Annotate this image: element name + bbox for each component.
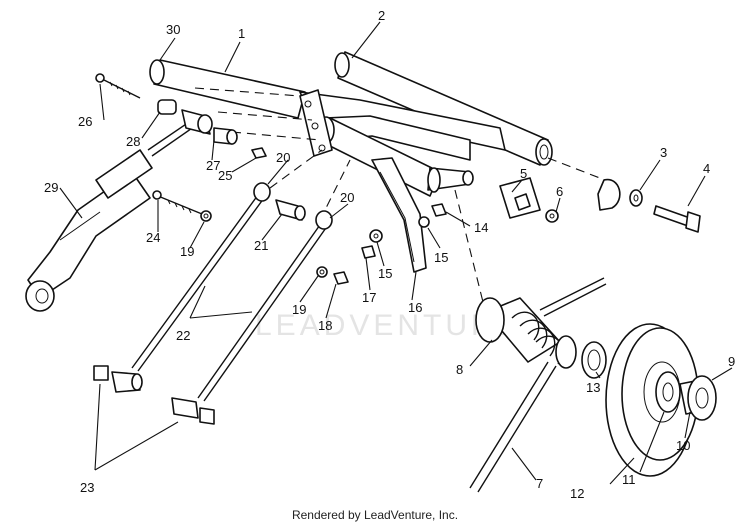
callout-8: 8 [456,362,463,377]
shock-upper-body [95,149,153,199]
upper-frame-assembly [149,51,553,197]
callout-labels: 30 1 2 3 4 5 6 7 8 9 10 11 12 13 14 15 1… [44,8,735,501]
lower-bolt [152,190,212,222]
callout-24: 24 [146,230,160,245]
clip [597,178,621,211]
callout-12: 12 [570,486,584,501]
link-eye-upper-a [253,182,271,202]
nut-25 [251,147,267,159]
nut-18 [333,271,349,285]
bushing-23-b [199,407,215,425]
callout-3: 3 [660,145,667,160]
callout-15-right: 15 [434,250,448,265]
nut-14 [431,203,447,217]
watermark-text: LEADVENTURE [255,309,521,342]
nut-17 [361,245,376,259]
cross-tube-1-end [149,59,165,85]
callout-11: 11 [622,472,636,487]
shock-body [27,171,151,299]
callout-1: 1 [238,26,245,41]
bushing-23-a [93,365,109,381]
bearing-11 [655,371,681,413]
washer-13 [581,341,607,379]
washer-15-right [418,216,430,228]
callout-25: 25 [218,168,232,183]
idler-wheel [605,323,717,477]
cross-tube-2-end [334,52,350,78]
callout-18: 18 [318,318,332,333]
callout-28: 28 [126,134,140,149]
link-rod-b [197,221,323,399]
spring-bracket [371,157,427,273]
spring-arm-upper [539,277,605,311]
cross-tube-2-open-end [535,138,553,166]
shock-lower-eye [25,280,55,312]
cap-9 [687,375,717,421]
callout-15-left: 15 [378,266,392,281]
bolt-26 [99,77,141,99]
link-eye-upper-b [315,210,333,230]
leader-lines [59,21,733,485]
callout-19-lower: 19 [292,302,306,317]
callout-29: 29 [44,180,58,195]
bolt-24 [157,195,203,215]
washer-15-left [369,229,383,243]
callout-23: 23 [80,480,94,495]
bushing-28 [157,99,177,115]
upper-bushings [95,73,267,159]
spring-coils [511,311,564,365]
callout-30: 30 [166,22,180,37]
callout-6: 6 [556,184,563,199]
callout-17: 17 [362,290,376,305]
callout-26: 26 [78,114,92,129]
washer-3 [629,189,643,207]
callout-22: 22 [176,328,190,343]
callout-19-upper: 19 [180,244,194,259]
washer-19-upper [200,210,212,222]
callout-2: 2 [378,8,385,23]
bracket-16 [361,157,447,273]
shock-absorber [25,117,199,312]
footer-credit: Rendered by LeadVenture, Inc. [291,508,459,522]
torsion-spring-assembly [469,277,607,493]
callout-5: 5 [520,166,527,181]
callout-9: 9 [728,354,735,369]
callout-10: 10 [676,438,690,453]
callout-20-upper: 20 [276,150,290,165]
link-eye-lower-b [171,397,199,419]
callout-4: 4 [703,161,710,176]
callout-13: 13 [586,380,600,395]
callout-20-lower: 20 [340,190,354,205]
callout-16: 16 [408,300,422,315]
spring-hub-end [475,297,505,343]
nut-6 [545,209,559,223]
link-rod-a [131,194,259,369]
spring-arm-lower [469,361,549,489]
adjuster-plate [499,177,559,223]
washer-19-lower [316,266,328,278]
callout-14: 14 [474,220,488,235]
callout-7: 7 [536,476,543,491]
callout-21: 21 [254,238,268,253]
callout-27: 27 [206,158,220,173]
end-hardware [597,178,701,233]
bolt-4 [653,205,691,227]
link-rods [93,182,349,425]
